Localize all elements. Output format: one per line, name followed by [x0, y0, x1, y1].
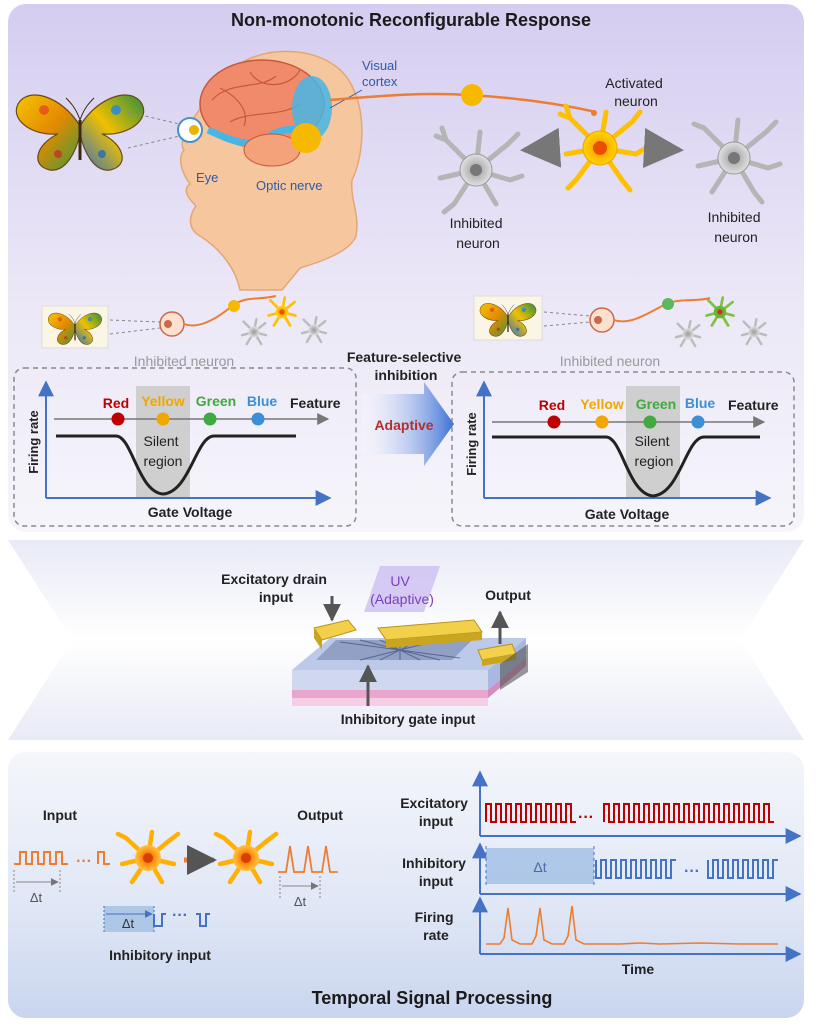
y-label-left: Firing rate [26, 410, 41, 474]
feature-axis-label-left: Feature [290, 395, 341, 411]
right-plot-frame [451, 371, 795, 527]
feature-blue-right: Blue [685, 395, 716, 411]
feature-dot-green-right [643, 415, 657, 429]
sight-lines [127, 111, 189, 149]
neuron-gray-right-1 [674, 319, 702, 348]
svg-text:···: ··· [76, 853, 92, 870]
feature-red-right: Red [539, 397, 565, 413]
feature-dot-blue-right [691, 415, 705, 429]
feature-dot-yellow-right [595, 415, 609, 429]
feature-dot-blue-left [251, 412, 265, 426]
cortex-signal-dot [291, 123, 321, 153]
inhibitory-input-label: Inhibitory input [109, 947, 211, 963]
top-title: Non-monotonic Reconfigurable Response [231, 10, 591, 30]
feature-dot-red-right [547, 415, 561, 429]
inhibited-neuron-right [691, 117, 783, 205]
feature-dot-yellow-left [156, 412, 170, 426]
neuron-gray-left-1 [240, 317, 268, 346]
delta-t-output: Δt [294, 894, 307, 909]
right-plot: Red Yellow Green Blue Feature Silent reg… [464, 380, 779, 522]
bottom-panel [8, 752, 804, 1018]
output-spikes [278, 845, 338, 873]
silent-region-band-right [626, 386, 680, 498]
silent-region-label-right: Silent region [635, 433, 674, 469]
left-plot-frame [13, 367, 357, 527]
firing-curve-left [56, 434, 296, 496]
svg-text:···: ··· [578, 809, 594, 826]
firing-curve-right [492, 435, 760, 498]
firing-rate-trace [486, 905, 778, 945]
excitatory-pulses [485, 803, 774, 823]
feature-red-left: Red [103, 395, 129, 411]
excitatory-drain-label: Excitatory drain input [221, 571, 331, 605]
output-label-bottom: Output [297, 807, 343, 823]
inhibited-label-left: Inhibited neuron [134, 353, 234, 369]
optic-nerve-label: Optic nerve [256, 178, 322, 193]
signal-timing-diagram: Excitatory input Inhibitory input Firing… [400, 770, 802, 977]
inhibitory-pulses [595, 859, 778, 879]
left-plot: Red Yellow Green Blue Feature Silent reg… [26, 380, 341, 520]
inhibit-arrow-right [642, 128, 684, 168]
time-label: Time [622, 961, 655, 977]
svg-text:···: ··· [684, 863, 700, 880]
uv-label: UV (Adaptive) [370, 573, 434, 607]
uv-beam [364, 566, 440, 612]
inhibited-neuron-left [433, 125, 525, 215]
activated-neuron [557, 103, 649, 193]
feature-axis-label-right: Feature [728, 397, 779, 413]
output-label: Output [485, 587, 531, 603]
inhibitory-delta-block [486, 848, 594, 884]
inhibit-arrow-left [520, 127, 562, 168]
inhibited-neuron-right-label: Inhibited neuron [708, 209, 765, 245]
input-pulse-train [14, 851, 68, 865]
x-label-left: Gate Voltage [148, 504, 233, 520]
neuron-gray-right-2 [740, 317, 768, 346]
inhibited-neuron-left-label: Inhibited neuron [450, 215, 507, 251]
feature-green-left: Green [196, 393, 236, 409]
inhibitory-gate-label: Inhibitory gate input [341, 711, 476, 727]
firing-signal-label: Firing rate [415, 909, 458, 943]
eye-label: Eye [196, 170, 218, 185]
feature-yellow-right: Yellow [580, 396, 624, 412]
neuron-gray-left-2 [300, 315, 328, 344]
excitatory-signal-label: Excitatory input [400, 795, 472, 829]
signal-dot [461, 84, 483, 106]
silent-region-label-left: Silent region [144, 433, 183, 469]
feature-dot-red-left [111, 412, 125, 426]
adaptive-label: Adaptive [374, 417, 433, 433]
neuron-green-right [705, 296, 735, 327]
neuron-yellow-left [267, 296, 297, 327]
x-label-right: Gate Voltage [585, 506, 670, 522]
svg-text:···: ··· [172, 907, 188, 924]
delta-t-input: Δt [30, 890, 43, 905]
feature-green-right: Green [636, 396, 676, 412]
delta-t-inhibitory: Δt [122, 916, 135, 931]
device-illustration [292, 619, 528, 706]
feature-dot-green-left [203, 412, 217, 426]
output-neuron [213, 829, 279, 885]
input-neuron [115, 829, 181, 885]
adaptive-arrow [362, 382, 454, 466]
feature-blue-left: Blue [247, 393, 278, 409]
inhibitory-signal-label: Inhibitory input [402, 855, 470, 889]
delta-t-signal: Δt [533, 859, 546, 875]
feature-selective-label: Feature-selective inhibition [347, 349, 465, 383]
bottom-title: Temporal Signal Processing [312, 988, 553, 1008]
input-label: Input [43, 807, 78, 823]
y-label-right: Firing rate [464, 412, 479, 476]
activated-neuron-label: Activated neuron [605, 75, 666, 109]
inhibited-label-right: Inhibited neuron [560, 353, 660, 369]
feature-yellow-left: Yellow [141, 393, 185, 409]
visual-cortex-label: Visual cortex [362, 58, 401, 89]
